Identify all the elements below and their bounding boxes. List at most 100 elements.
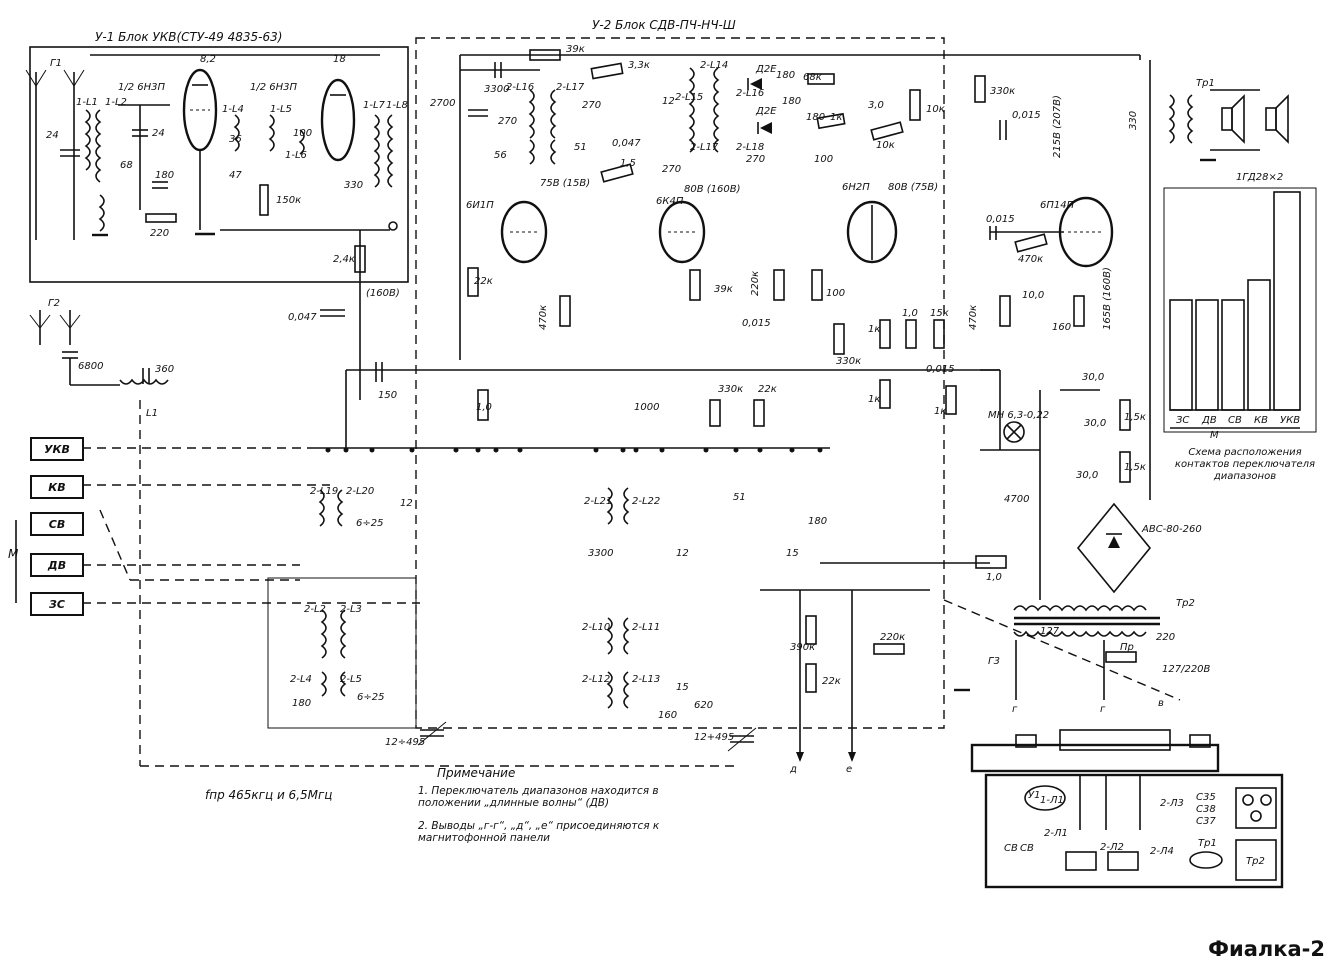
chassis-layout: У1 1-Л1 2-Л3 2-Л1 2-Л2 2-Л4 С35 С38 С37 … (970, 729, 1284, 889)
sdv-block-title: У-2 Блок СДВ-ПЧ-НЧ-Ш (592, 18, 736, 32)
coil-1-l5: 1-L5 (270, 104, 292, 115)
ukv-block-title: У-1 Блок УКВ(СТУ-49 4835-63) (95, 30, 282, 44)
output-g1: г (1100, 704, 1106, 715)
coil-2-l14: 2-L14 (700, 60, 728, 71)
output-transformer-tr1: Тр1 330 (1128, 78, 1215, 144)
tuning-cap-2: 12+495 (694, 732, 734, 743)
coil-1-l7: 1-L7 (363, 100, 386, 111)
chassis-c38: С38 (1196, 804, 1216, 815)
cap-0-015-top: 0,015 (1012, 110, 1041, 121)
chassis-2-l2: 2-Л2 (1100, 842, 1124, 853)
cap-2700: 2700 (430, 98, 455, 109)
cap-3300-top: 3300 (484, 84, 509, 95)
label-22k-b: 22к (822, 676, 841, 687)
range-button-ukv[interactable]: УКВ (30, 437, 84, 461)
ukv-input-coils: 1-L1 1-L2 24 68 (46, 97, 133, 237)
resistor-220k-sw (873, 643, 905, 655)
cap-3300-if: 3300 (588, 548, 613, 559)
fuse (1105, 651, 1137, 663)
resistor-22k-b (805, 663, 817, 693)
output-e: е (846, 764, 852, 775)
switch-layout-caption: Схема расположения контактов переключате… (1174, 447, 1316, 482)
label-220k-sw: 220к (880, 632, 905, 643)
resistor-390k (805, 615, 817, 645)
label-22k: 22к (474, 276, 493, 287)
tube-6k4p-label: 6К4П (656, 196, 684, 207)
cap-6800: 6800 (78, 361, 103, 372)
chassis-c37: С37 (1196, 816, 1216, 827)
cap-3-0: 3,0 (868, 100, 884, 111)
label-220: 220 (150, 228, 169, 239)
tuning-cap-1: 12÷495 (385, 737, 425, 748)
diodes-d2e: Д2Е Д2Е (747, 64, 777, 134)
coil-2-l5: 2-L5 (340, 674, 362, 685)
cap-6-25-top: 6÷25 (356, 518, 383, 529)
label-10k-a: 10к (926, 104, 945, 115)
cap-0-047: 0,047 (288, 312, 317, 323)
note-2-text: Выводы „г-г“, „д“, „е“ присоединяются к … (418, 820, 660, 844)
cap-6-25-bot: 6÷25 (357, 692, 384, 703)
coil-2-l3: 2-L3 (340, 604, 362, 615)
tube-6p14p: 6П14П 215В (207В) (1040, 95, 1114, 268)
range-button-dv[interactable]: ДВ (30, 553, 84, 577)
fuse-label: Пр (1120, 642, 1134, 653)
cap-68: 68 (120, 160, 133, 171)
label-100k: 100 (826, 288, 845, 299)
coil-1-l6: 1-L6 (285, 150, 307, 161)
resistor-2-4k (354, 245, 366, 273)
label-1-5k-b: 1,5к (1124, 462, 1146, 473)
tube-6p14p-label: 6П14П (1040, 200, 1075, 211)
coil-2-l18: 2-L18 (736, 142, 764, 153)
coil-2-l2: 2-L2 (304, 604, 326, 615)
resistor-10k-a (909, 89, 921, 121)
coil-1-l8: 1-L8 (386, 100, 408, 111)
tube1-voltage: 8,2 (200, 54, 216, 65)
cap-160: 160 (658, 710, 677, 721)
coil-2-l16: 2-L16 (506, 82, 534, 93)
label-470k-out: 470к (1018, 254, 1043, 265)
coil-2-l4: 2-L4 (290, 674, 312, 685)
resistor-160 (1073, 295, 1085, 327)
pot-1-0 (975, 555, 1007, 569)
range-button-dv-label: ДВ (47, 558, 67, 572)
sdv-block-frame (415, 37, 945, 729)
cap-51: 51 (574, 142, 587, 153)
chassis-2-l1: 2-Л1 (1044, 828, 1068, 839)
range-button-sv[interactable]: СВ (30, 512, 84, 536)
cap-0-015-mid: 0,015 (742, 318, 771, 329)
resistor-10k-b (870, 121, 904, 141)
notes-heading: Примечание (437, 766, 516, 780)
label-g3: Г3 (988, 656, 1000, 667)
label-1-0-b: 1,0 (476, 402, 492, 413)
cap-18: 18 (333, 54, 346, 65)
cap-24b: 24 (152, 128, 165, 139)
switch-layout: ЗС ДВ СВ КВ УКВ М (1163, 187, 1317, 441)
speaker-1 (1221, 94, 1245, 144)
range-button-kv[interactable]: КВ (30, 475, 84, 499)
label-220: 220 (1156, 632, 1175, 643)
chassis-c35: С35 (1196, 792, 1216, 803)
cap-30-0-a: 30,0 (1082, 372, 1104, 383)
resistor-22k (467, 267, 479, 297)
diode-d2e-1: Д2Е (755, 64, 777, 75)
cap-270-b: 270 (582, 100, 601, 111)
resistor-150k (259, 184, 269, 216)
resistor-1-5k-b (1119, 451, 1131, 483)
tube-6p14p-voltage: 215В (207В) (1052, 95, 1063, 158)
tr1-label: Тр1 (1196, 78, 1215, 89)
resistor-220k (773, 269, 785, 301)
cap-10-0: 10,0 (1022, 290, 1044, 301)
cap-100-ukv: 100 (293, 128, 312, 139)
if-caption: fпр 465кгц и 6,5Мгц (205, 788, 333, 802)
cap-30-0-b: 30,0 (1084, 418, 1106, 429)
cap-15: 15 (786, 548, 799, 559)
chassis-2-l3: 2-Л3 (1160, 798, 1184, 809)
diode-d2e-2: Д2Е (755, 106, 777, 117)
cap-180-if: 180 (808, 516, 827, 527)
label-1k-b: 1к (868, 394, 880, 405)
label-15k: 15к (930, 308, 949, 319)
ukv-block-frame (29, 46, 409, 283)
label-1k-a: 1к (868, 324, 880, 335)
range-button-zs[interactable]: ЗС (30, 592, 84, 616)
label-330k-b: 330к (836, 356, 861, 367)
